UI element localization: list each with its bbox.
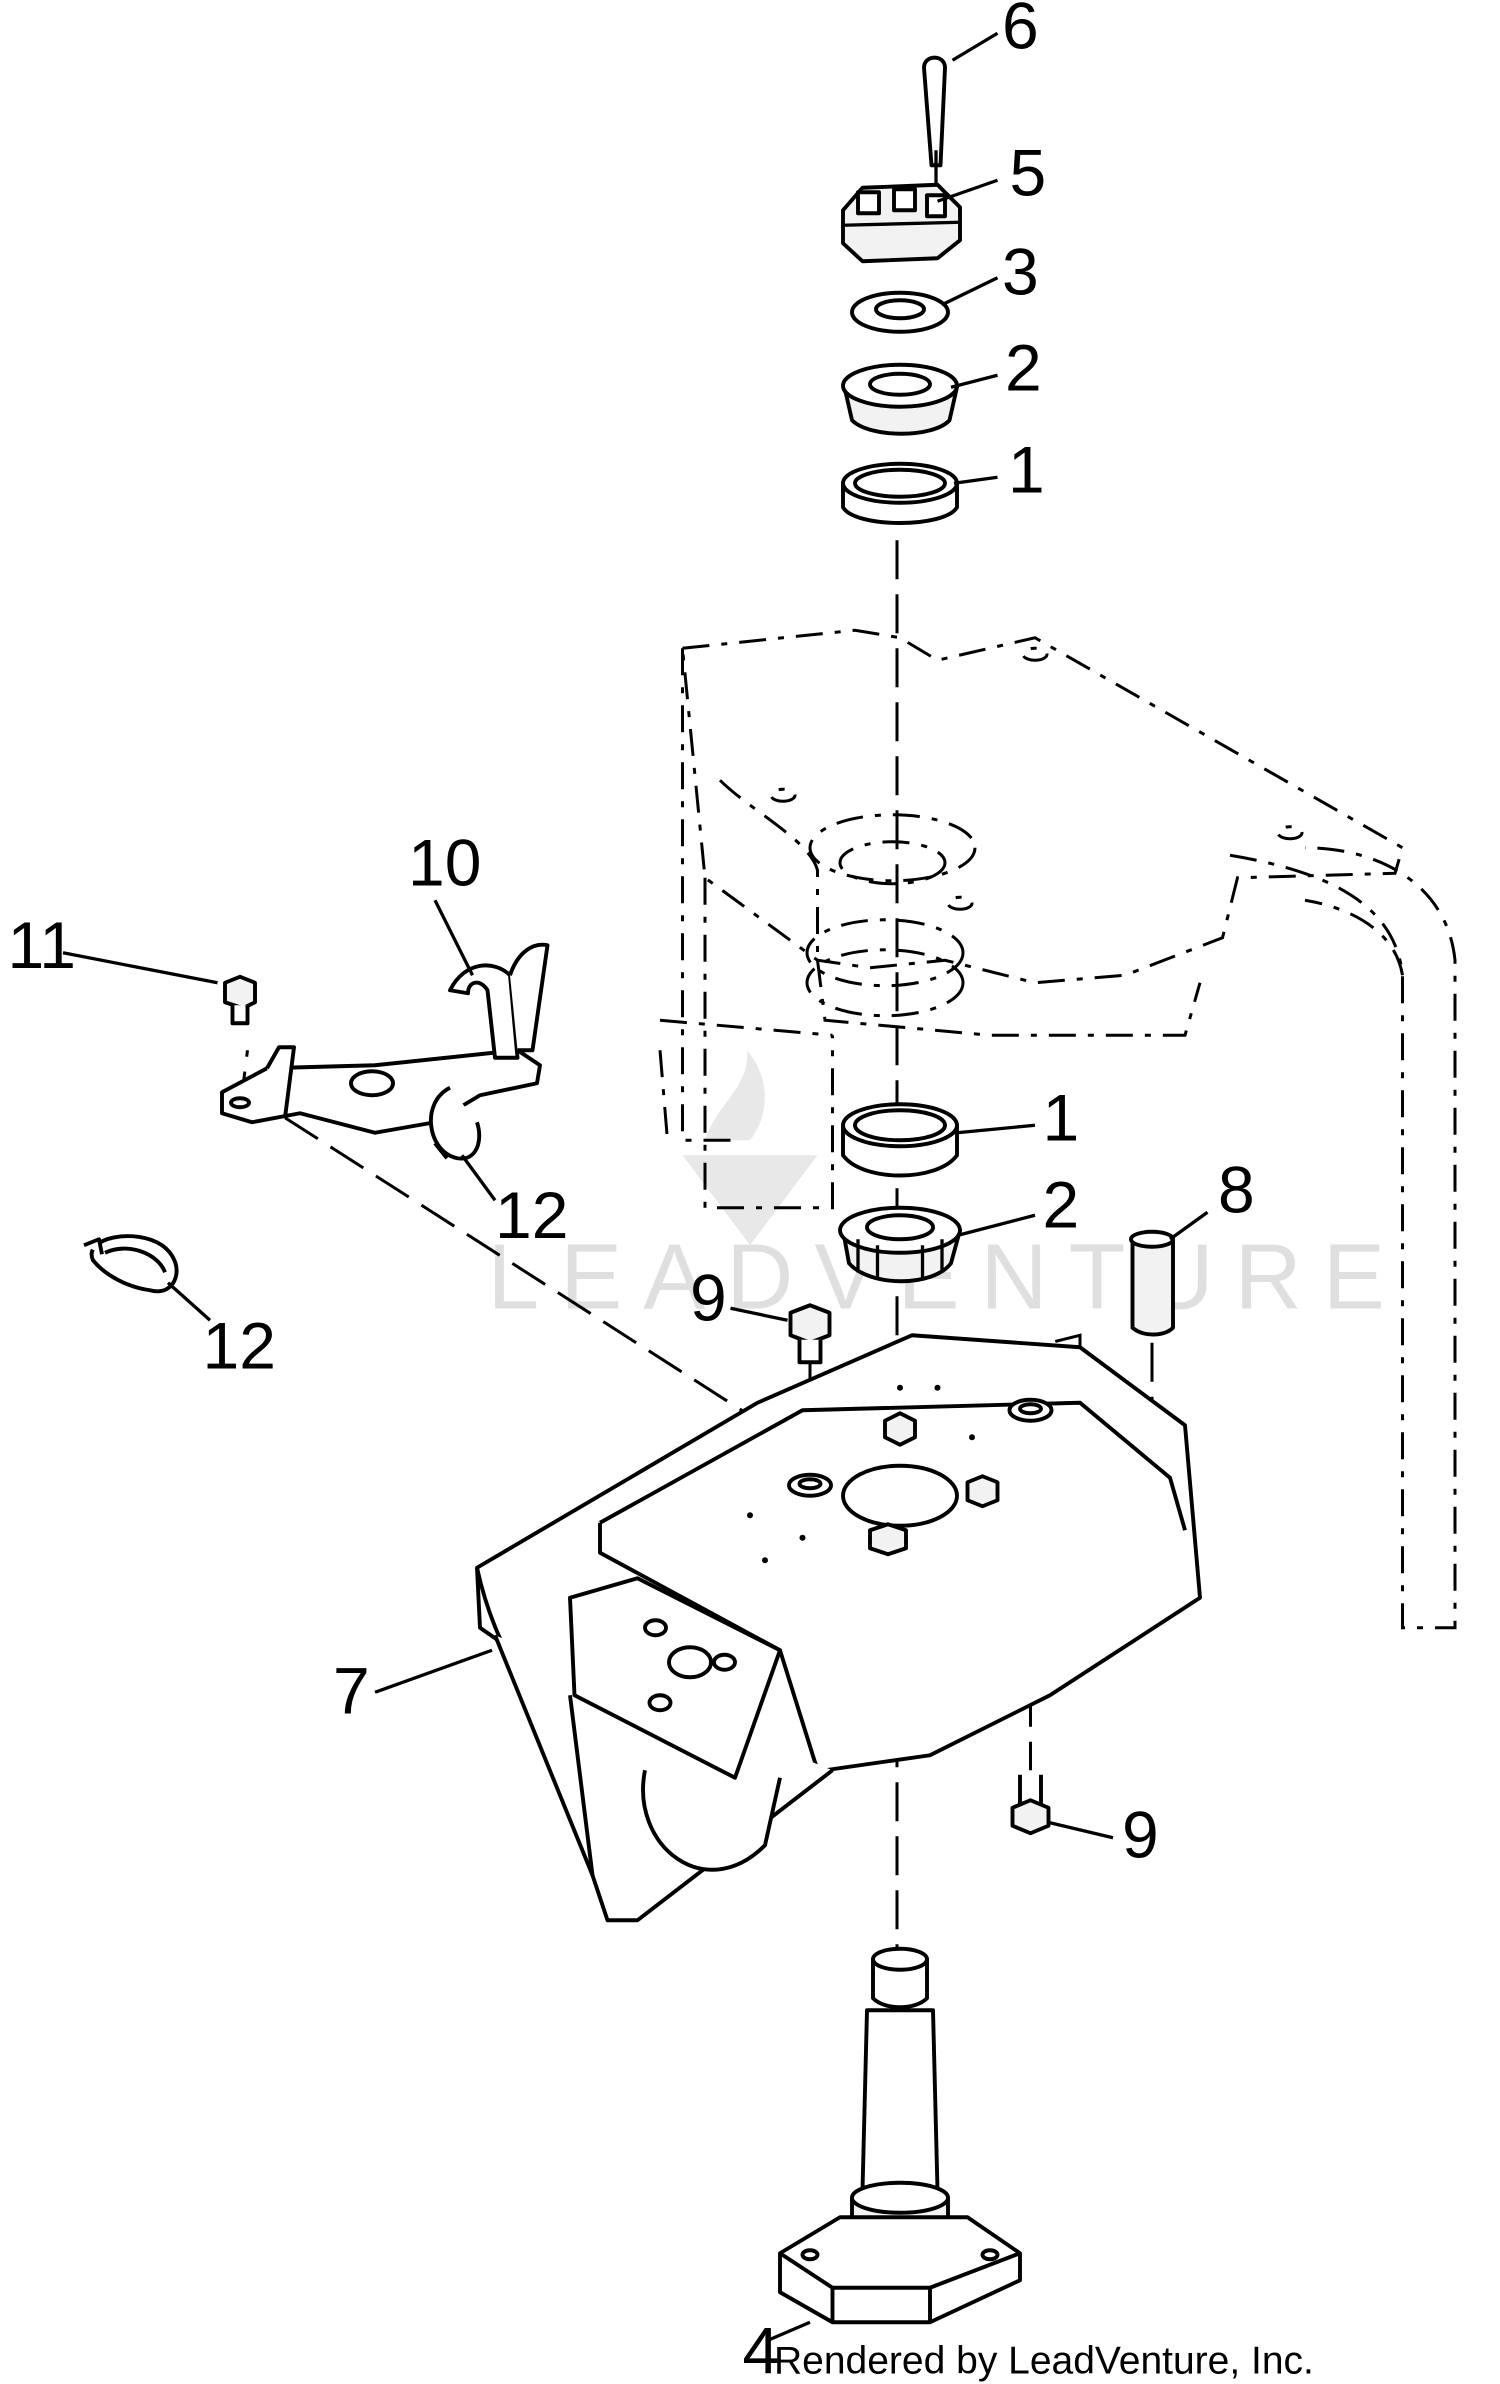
pin	[1129, 1229, 1175, 1337]
callout-12-bracket: 12	[495, 1178, 568, 1252]
callout-9-top: 9	[690, 1260, 727, 1334]
bolt-top	[788, 1303, 832, 1365]
callout-9-bottom: 9	[1122, 1797, 1159, 1871]
bearing-cone-lower	[838, 1205, 962, 1284]
frame-outline	[658, 628, 1457, 1630]
callout-5: 5	[1010, 135, 1047, 209]
bearing-cup-upper	[841, 461, 959, 525]
washer	[850, 290, 950, 334]
footer-credit: 4 Rendered by LeadVenture, Inc.	[743, 2313, 1314, 2384]
callout-12-loose: 12	[203, 1308, 276, 1382]
bearing-cone-upper	[841, 362, 959, 436]
caster-spindle	[778, 1946, 1022, 2325]
leadventure-watermark: LEADVENTURE	[488, 1050, 1385, 1328]
callout-labels: 6 5 3 2 1 10 11 12 12 1 2 8 9 7 9	[8, 0, 1255, 1871]
castle-nut	[841, 182, 962, 264]
callout-4: 4	[743, 2313, 780, 2384]
hose-clamp-loose	[83, 1234, 179, 1294]
callout-11: 11	[8, 908, 77, 982]
leader-lines	[62, 31, 1209, 1840]
bolt-bottom	[1010, 1774, 1051, 1836]
rendered-by-credit: Rendered by LeadVenture, Inc.	[774, 2339, 1314, 2382]
bearing-cup-lower	[841, 1102, 959, 1178]
cotter-pin	[922, 55, 947, 196]
callout-3: 3	[1002, 234, 1039, 308]
wire-bracket	[220, 942, 550, 1135]
callout-7: 7	[333, 1653, 370, 1727]
callout-2-upper: 2	[1005, 330, 1042, 404]
caster-housing	[475, 1333, 1202, 1923]
hose-clamp-mounted	[428, 1086, 482, 1161]
callout-2-lower: 2	[1043, 1167, 1080, 1241]
callout-6: 6	[1002, 0, 1039, 62]
callout-1-upper: 1	[1008, 432, 1045, 506]
callout-10: 10	[408, 825, 481, 899]
callout-1-lower: 1	[1043, 1080, 1080, 1154]
bolt-small	[223, 974, 257, 1026]
callout-8: 8	[1218, 1152, 1255, 1226]
